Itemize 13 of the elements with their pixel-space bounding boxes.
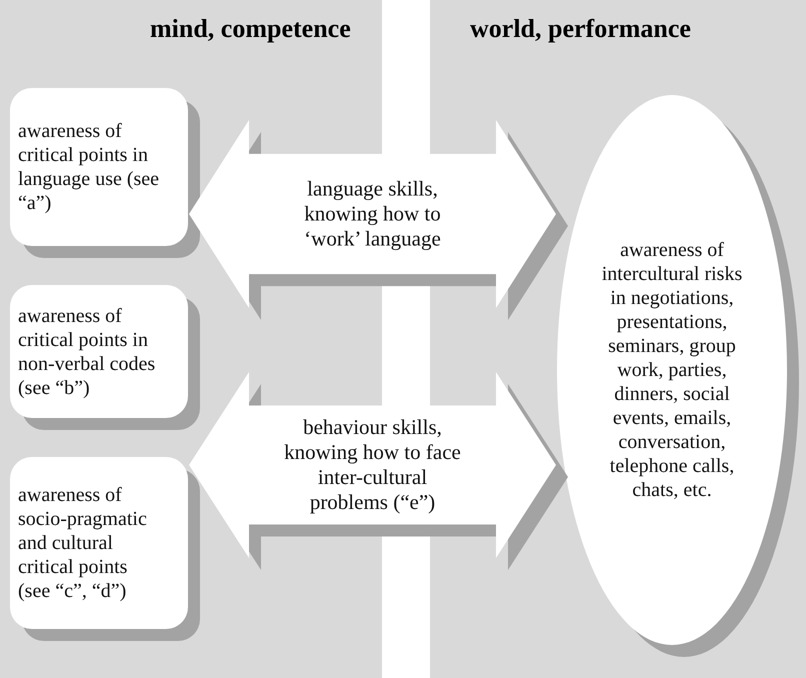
rounded-box	[10, 457, 188, 629]
double-block-arrow	[189, 120, 568, 320]
column-heading: world, performance	[470, 14, 691, 44]
box-text: awareness of critical points in non-verbal codes (see “b”)	[18, 304, 156, 400]
rounded-box	[10, 88, 188, 246]
double-block-arrow	[189, 372, 568, 570]
box-text: awareness of critical points in language use (see “a”)	[18, 119, 160, 215]
edge-label: behaviour skills, knowing how to face inter-cultural problems (“e”)	[283, 415, 462, 515]
box-text: awareness of socio-pragmatic and cultural critical points (see “c”, “d”)	[18, 483, 148, 603]
ellipse-text: awareness of intercultural risks in negotiations, presentations, seminars, group work, parties, dinners, social events, emails, conversation, telephone calls, chats, etc.	[600, 238, 744, 502]
edge-label: language skills, knowing how to ‘work’ language	[303, 176, 442, 252]
column-heading: mind, competence	[150, 14, 351, 44]
rounded-box	[10, 285, 188, 418]
